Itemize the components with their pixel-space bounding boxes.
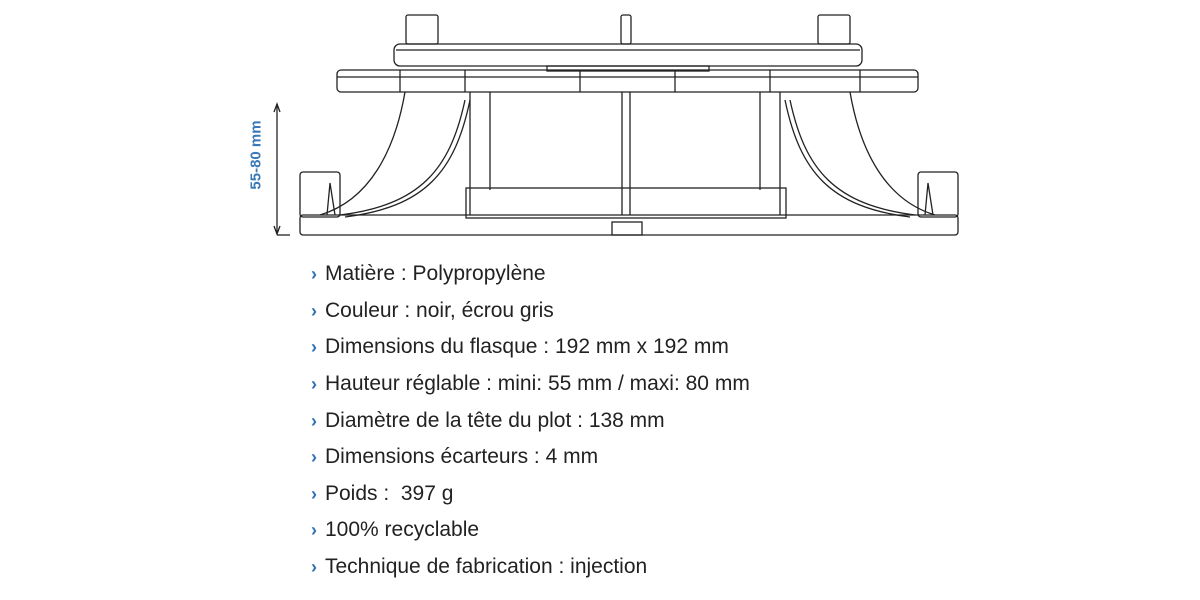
chevron-right-icon: ›: [311, 557, 317, 578]
height-dimension-label: 55-80 mm: [247, 120, 265, 190]
spec-item-color: ›Couleur : noir, écrou gris: [311, 293, 750, 330]
spec-item-material: ›Matière : Polypropylène: [311, 256, 750, 293]
spec-item-height: ›Hauteur réglable : mini: 55 mm / maxi: …: [311, 366, 750, 403]
chevron-right-icon: ›: [311, 300, 317, 321]
spec-item-manufacturing: ›Technique de fabrication : injection: [311, 549, 750, 586]
chevron-right-icon: ›: [311, 374, 317, 395]
spec-item-flange-dimensions: ›Dimensions du flasque : 192 mm x 192 mm: [311, 329, 750, 366]
pedestal-drawing: [273, 14, 959, 236]
chevron-right-icon: ›: [311, 410, 317, 431]
spec-item-head-diameter: ›Diamètre de la tête du plot : 138 mm: [311, 402, 750, 439]
chevron-right-icon: ›: [311, 520, 317, 541]
spec-item-weight: ›Poids : 397 g: [311, 476, 750, 513]
chevron-right-icon: ›: [311, 337, 317, 358]
height-dimension-arrow: [273, 102, 290, 236]
chevron-right-icon: ›: [311, 483, 317, 504]
spec-item-spacers: ›Dimensions écarteurs : 4 mm: [311, 439, 750, 476]
spec-item-recyclable: ›100% recyclable: [311, 512, 750, 549]
chevron-right-icon: ›: [311, 447, 317, 468]
chevron-right-icon: ›: [311, 264, 317, 285]
spec-list: ›Matière : Polypropylène ›Couleur : noir…: [311, 256, 750, 585]
